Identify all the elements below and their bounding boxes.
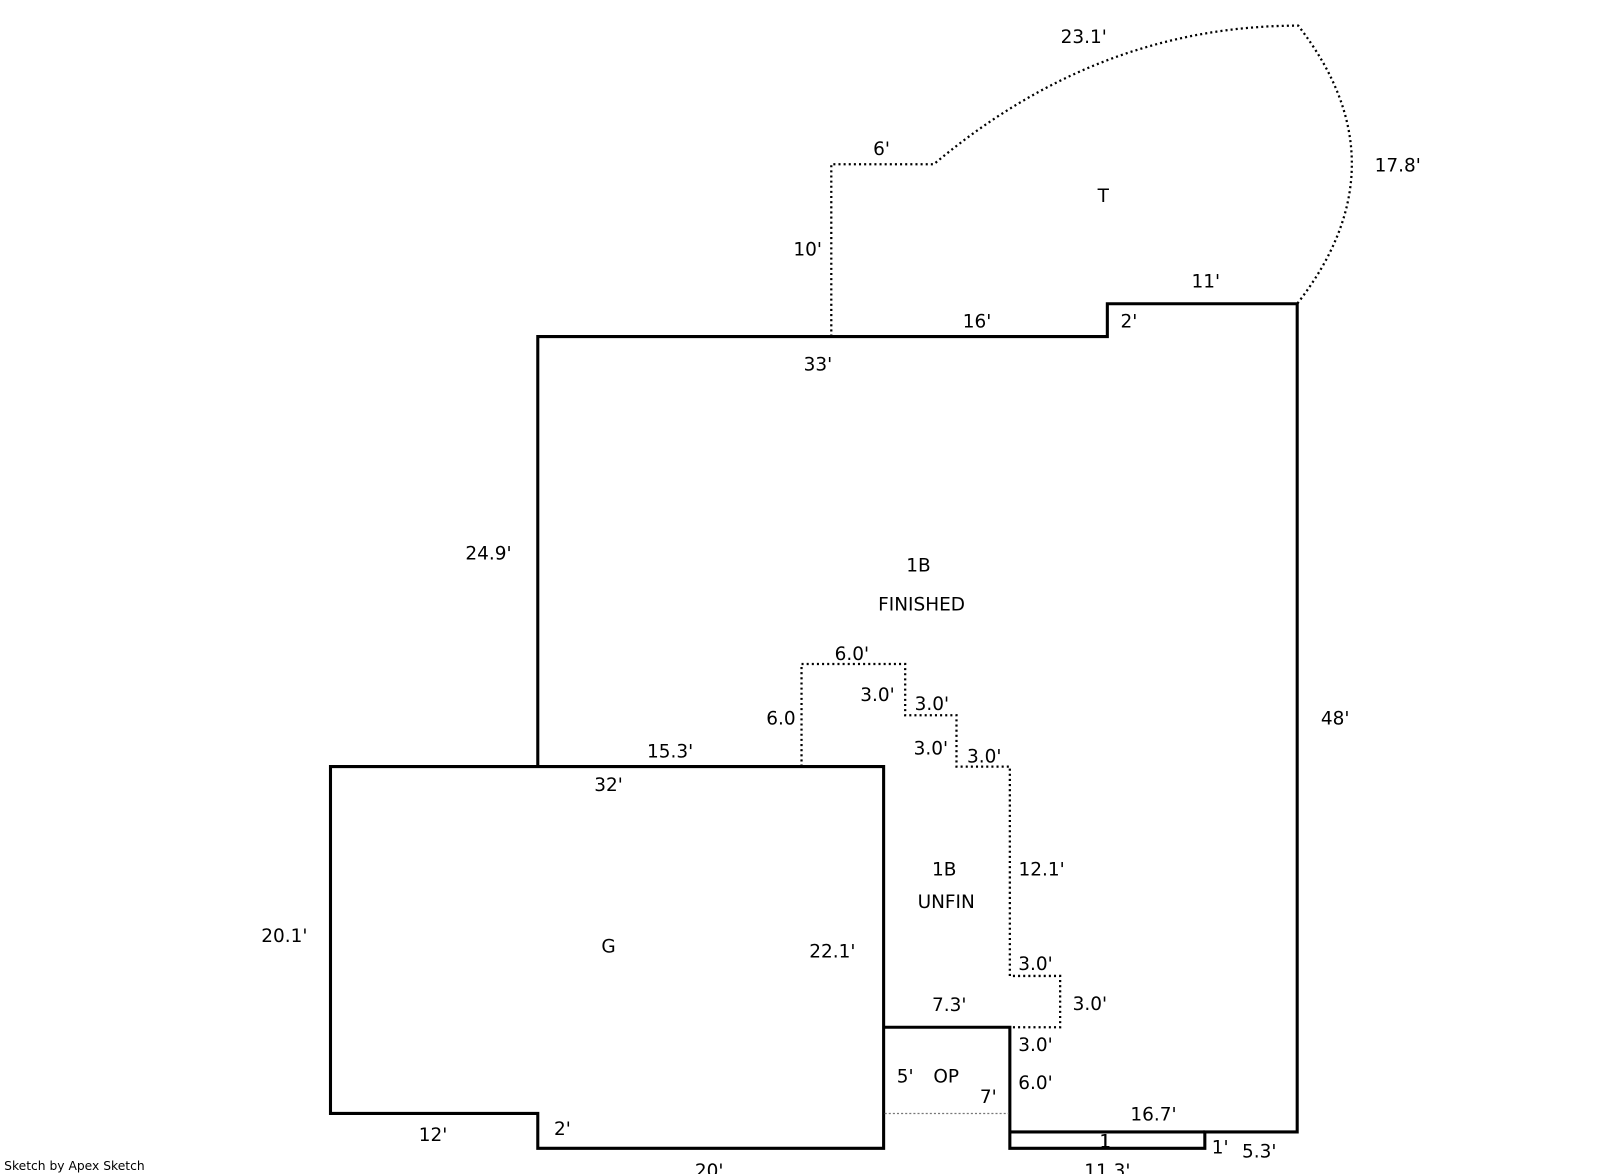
dim: 5'	[897, 1067, 914, 1088]
terrace-outline	[830, 24, 1353, 337]
area-label-finished: FINISHED	[878, 595, 965, 616]
dim: 6.0'	[1018, 1073, 1052, 1094]
dim: 3.0'	[967, 746, 1001, 767]
dim: 1	[1099, 1131, 1111, 1152]
area-label-1b-unfin: 1B	[932, 859, 956, 880]
dim: 15.3'	[647, 741, 693, 762]
dim: 3.0'	[1073, 994, 1107, 1015]
house-outline	[536, 302, 1299, 1150]
dim: 6.0	[766, 709, 795, 730]
dim: 3.0'	[1018, 1035, 1052, 1056]
dim: 7'	[980, 1087, 997, 1108]
area-label-1b: 1B	[906, 556, 930, 577]
dim: 3.0'	[860, 685, 894, 706]
area-label-unfin: UNFIN	[918, 892, 975, 913]
dim: 48'	[1321, 709, 1350, 730]
garage-outline	[328, 765, 886, 1150]
dim: 1'	[1212, 1137, 1229, 1158]
unfinished-outline	[800, 662, 1062, 1029]
dim: 24.9'	[465, 543, 511, 564]
dim: 7.3'	[932, 995, 966, 1016]
area-label-garage: G	[601, 936, 615, 957]
dim: 6'	[873, 139, 890, 160]
dim: 12'	[419, 1125, 448, 1146]
dim: 32'	[594, 775, 623, 796]
dim: 2'	[1120, 311, 1137, 332]
dim: 3.0'	[914, 738, 948, 759]
dim: 3.0'	[1018, 954, 1052, 975]
dim: 17.8'	[1375, 155, 1421, 176]
dim: 10'	[793, 240, 822, 261]
area-label-terrace: T	[1097, 186, 1110, 207]
area-label-porch: OP	[933, 1067, 959, 1088]
dim: 16'	[963, 311, 992, 332]
dimension-labels: 23.1' 17.8' 6' 10' 16' 2' 11' 33' 24.9' …	[261, 27, 1421, 1174]
dim: 20'	[695, 1161, 724, 1174]
dim: 22.1'	[809, 941, 855, 962]
dim: 3.0'	[915, 694, 949, 715]
dim: 12.1'	[1019, 859, 1065, 880]
dim: 23.1'	[1061, 27, 1107, 48]
dim: 16.7'	[1130, 1105, 1176, 1126]
dim: 11'	[1192, 271, 1221, 292]
dim: 2'	[554, 1119, 571, 1140]
credit-text: Sketch by Apex Sketch	[4, 1159, 145, 1173]
dim: 11.3'	[1084, 1161, 1130, 1174]
dim: 5.3'	[1242, 1142, 1276, 1163]
dim: 20.1'	[261, 926, 307, 947]
dim: 6.0'	[835, 644, 869, 665]
dim: 33'	[804, 354, 833, 375]
